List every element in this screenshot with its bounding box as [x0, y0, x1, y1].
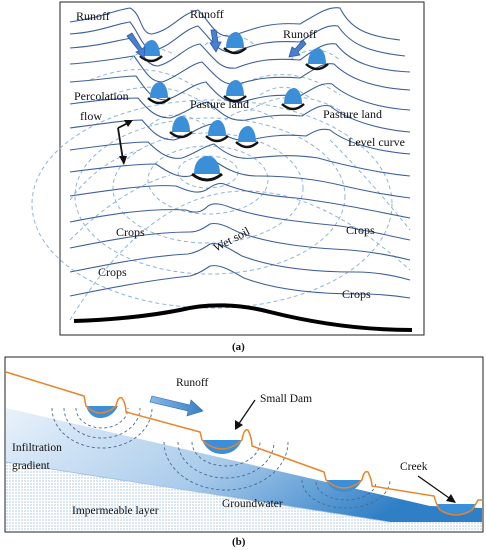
label-runoff-b: Runoff — [176, 377, 209, 389]
dam-1 — [139, 40, 163, 63]
dam-6 — [281, 88, 305, 111]
dam-9 — [235, 126, 259, 149]
infiltration-arcs — [51, 407, 391, 509]
label-crops-4: Crops — [342, 287, 371, 301]
label-small-dam: Small Dam — [260, 393, 312, 405]
pointer-arrows — [235, 399, 456, 503]
label-crops-1: Crops — [116, 225, 145, 239]
ponded-water — [86, 406, 476, 514]
label-runoff-1: Runoff — [76, 9, 110, 23]
label-level-curve: Level curve — [348, 135, 405, 149]
dam-7 — [169, 116, 193, 139]
label-pasture-2: Pasture land — [323, 107, 382, 121]
percolation-arrow — [117, 120, 133, 165]
impermeable-layer — [6, 462, 482, 531]
dashed-flow-lines — [31, 34, 411, 321]
label-crops-3: Crops — [98, 265, 127, 279]
label-groundwater: Groundwater — [222, 498, 283, 510]
label-flow: flow — [80, 109, 102, 123]
label-crops-2: Crops — [346, 223, 375, 237]
runoff-arrows — [126, 29, 307, 59]
label-runoff-2: Runoff — [190, 7, 224, 21]
baseline — [73, 303, 413, 332]
panel-a: Runoff Runoff Runoff Percolation flow Pa… — [31, 1, 425, 336]
runoff-arrow-b — [149, 395, 204, 417]
dam-4 — [147, 82, 171, 105]
label-impermeable: Impermeable layer — [72, 505, 159, 517]
label-percolation: Percolation — [74, 89, 129, 103]
label-gradient: gradient — [12, 460, 50, 472]
caption-a: (a) — [232, 341, 245, 353]
small-dams — [139, 32, 329, 182]
dam-10 — [191, 156, 223, 182]
panel-b: Runoff Small Dam Creek Infiltration grad… — [4, 356, 484, 533]
dam-8 — [205, 120, 229, 143]
ground-surface — [5, 371, 482, 516]
dam-5 — [223, 80, 247, 103]
groundwater-body — [6, 408, 482, 522]
label-pasture-1: Pasture land — [190, 97, 249, 111]
dam-2 — [223, 32, 247, 55]
dam-3 — [305, 48, 329, 71]
contour-lines — [69, 7, 411, 299]
label-creek: Creek — [400, 461, 428, 473]
impermeable-boundary — [5, 461, 391, 523]
caption-b: (b) — [232, 536, 246, 548]
label-infiltration: Infiltration — [12, 442, 62, 454]
label-runoff-3: Runoff — [283, 27, 317, 41]
